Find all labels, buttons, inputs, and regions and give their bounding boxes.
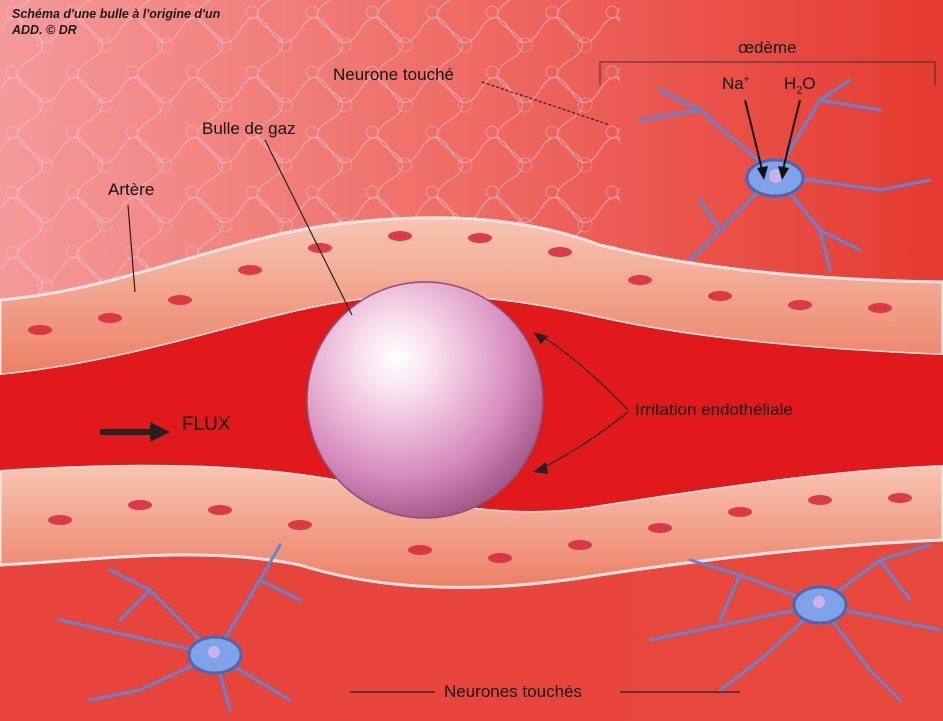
gas-bubble <box>307 282 543 518</box>
label-bulle-de-gaz: Bulle de gaz <box>202 119 296 139</box>
label-artere: Artère <box>108 180 154 200</box>
label-flux: FLUX <box>182 414 231 436</box>
label-irritation-endotheliale: Irritation endothéliale <box>635 400 793 420</box>
credit-caption: Schéma d'une bulle à l'origine d'un ADD.… <box>12 6 220 38</box>
label-h2o-h: H <box>784 74 796 93</box>
label-neurones-touches: Neurones touchés <box>444 682 582 702</box>
label-oedeme: œdème <box>738 38 797 58</box>
credit-line-2: ADD. © DR <box>12 22 220 38</box>
label-na: Na+ <box>722 74 750 94</box>
label-h2o-o: O <box>802 74 815 93</box>
credit-line-1: Schéma d'une bulle à l'origine d'un <box>12 6 220 22</box>
label-na-text: Na <box>722 74 744 93</box>
label-na-superscript: + <box>744 74 750 85</box>
label-neurone-touche: Neurone touché <box>333 65 454 85</box>
label-h2o: H2O <box>784 74 816 96</box>
